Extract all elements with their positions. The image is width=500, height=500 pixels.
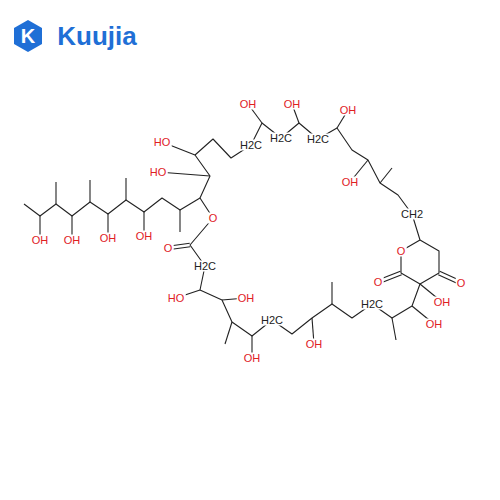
atom-label: OH	[341, 177, 360, 188]
atom-label: OH	[239, 99, 258, 110]
atom-label: OH	[433, 297, 452, 308]
bond-line	[331, 282, 332, 304]
atom-label: OH	[135, 231, 154, 242]
atom-label: HO	[153, 137, 172, 148]
atom-label: OH	[63, 235, 82, 246]
bond-line	[392, 318, 396, 340]
atom-label: HO	[167, 293, 186, 304]
bond-line	[179, 210, 180, 232]
logo-letter: K	[21, 26, 35, 46]
atom-label: OH	[237, 293, 256, 304]
atom-label: O	[163, 243, 174, 254]
bond-line	[125, 178, 126, 200]
atom-label: HO	[149, 167, 168, 178]
bond-line	[401, 240, 439, 284]
atom-label: H2C	[269, 133, 293, 144]
atom-label: O	[373, 277, 384, 288]
logo-text: Kuujia	[57, 23, 136, 49]
atom-label: H2C	[306, 134, 330, 145]
bond-line	[89, 180, 90, 202]
bond-line	[55, 182, 56, 204]
atom-label: OH	[243, 353, 262, 364]
atom-label: OH	[425, 319, 444, 330]
atom-label: CH2	[400, 209, 424, 220]
bond-line	[380, 168, 392, 183]
bond-line	[190, 155, 420, 336]
atom-label: OH	[31, 235, 50, 246]
bond-line	[24, 198, 200, 216]
atom-label: O	[396, 246, 407, 257]
atom-label: O	[208, 213, 219, 224]
atom-label: H2C	[360, 299, 384, 310]
atom-label: OH	[99, 233, 118, 244]
atom-label: OH	[305, 339, 324, 350]
atom-label: O	[456, 278, 467, 289]
bond-line	[195, 123, 420, 240]
atom-label: H2C	[260, 315, 284, 326]
bond-line	[225, 322, 232, 344]
atom-label: H2C	[239, 140, 263, 151]
logo-hexagon	[14, 20, 42, 52]
atom-label: H2C	[193, 261, 217, 272]
atom-label: OH	[283, 99, 302, 110]
atom-label: OH	[339, 105, 358, 116]
